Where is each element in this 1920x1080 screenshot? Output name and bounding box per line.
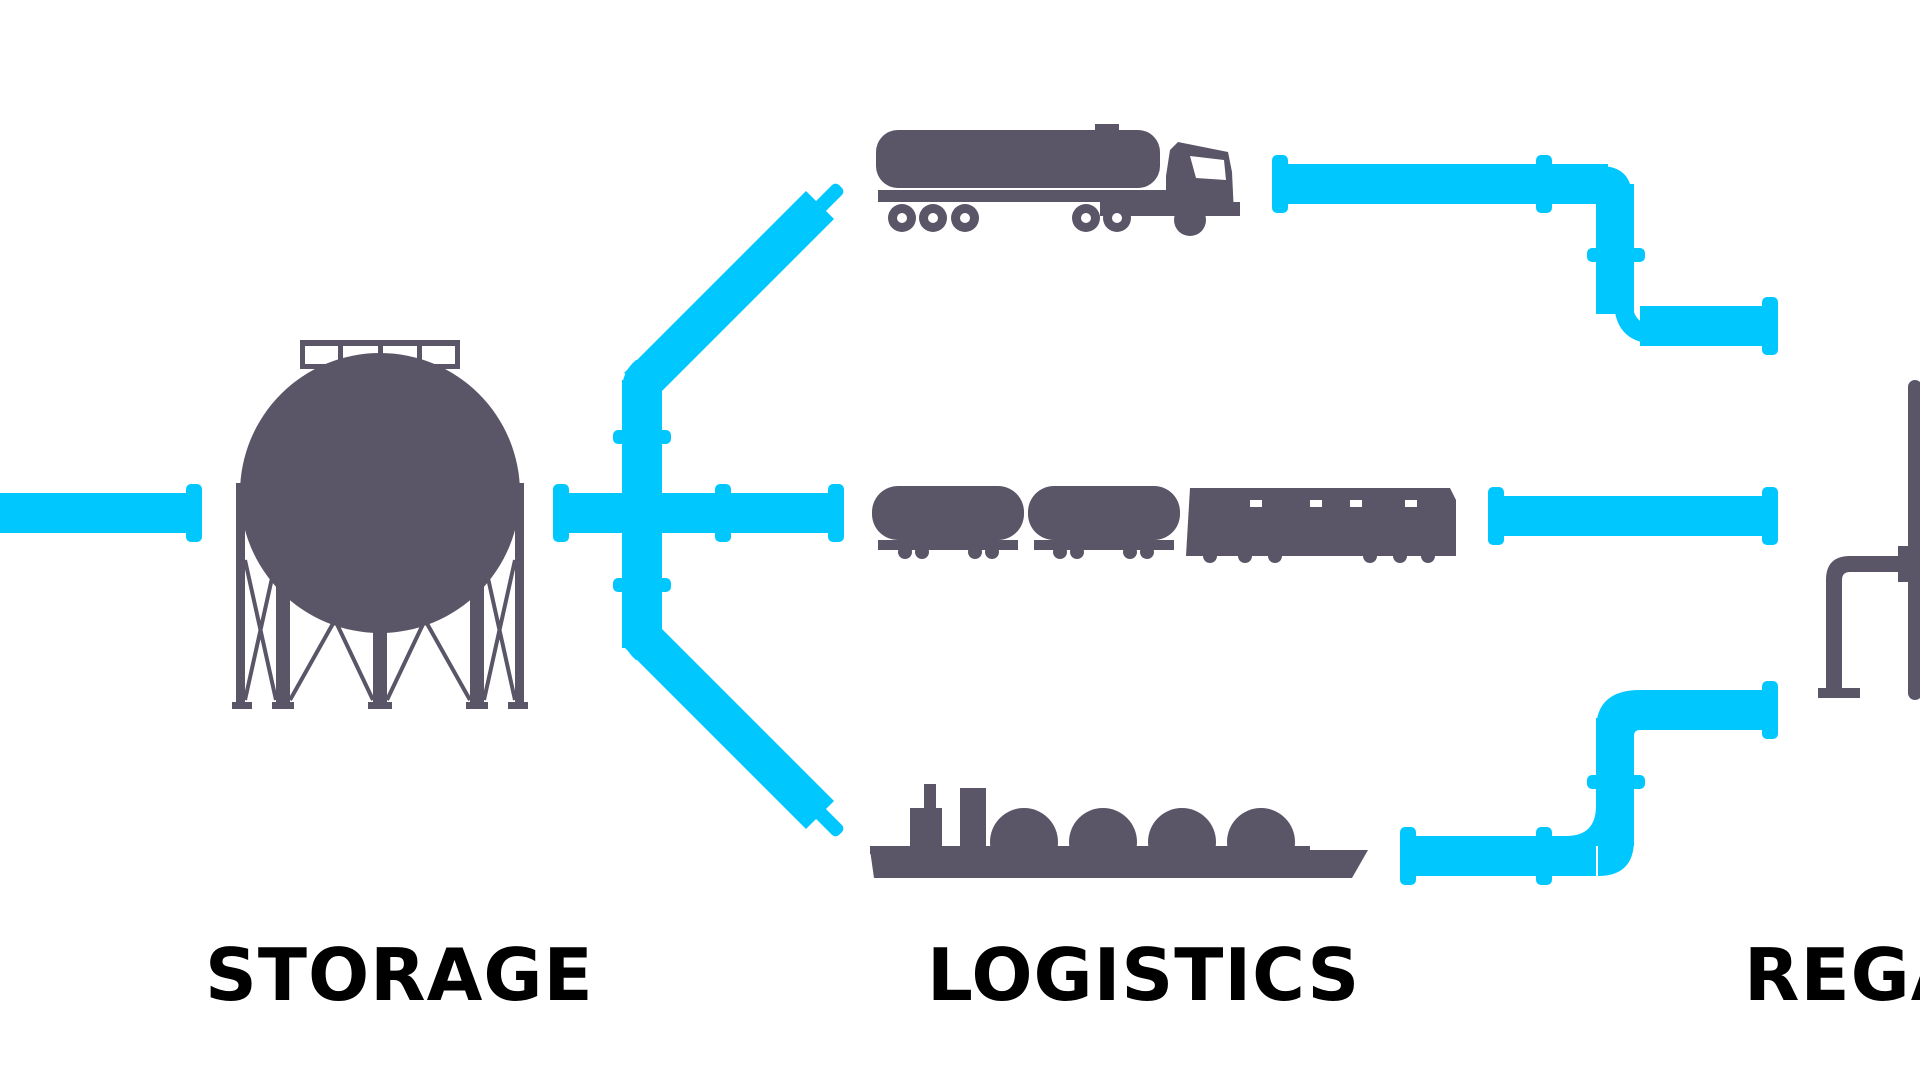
regasification-unit-icon <box>1818 380 1920 700</box>
ship-funnel <box>960 788 986 846</box>
manifold-flange <box>796 183 844 231</box>
train-wheel <box>1268 549 1282 563</box>
tank-cross-bracing <box>243 559 517 701</box>
manifold-flange <box>715 484 731 542</box>
outlet-pipe-flange <box>1272 155 1288 213</box>
outlet-pipe-flange <box>1762 681 1778 739</box>
lower-outlet-pipe-run <box>1640 690 1776 730</box>
truck-wheel <box>1174 204 1206 236</box>
stage-label-storage: STORAGE <box>205 933 594 1017</box>
train-wheel <box>968 545 982 559</box>
outlet-pipe-flange <box>1400 827 1416 885</box>
truck-tank <box>876 130 1160 188</box>
outlet-pipe-flange <box>1587 248 1645 262</box>
spherical-storage-tank-icon <box>232 340 528 709</box>
manifold-vertical-pipe <box>622 380 662 648</box>
train-car-frame <box>1034 540 1174 550</box>
ship-superstructure <box>910 808 942 852</box>
regas-pipe-flange <box>1898 546 1920 582</box>
regas-pipe-base <box>1818 688 1860 698</box>
truck-cab-window <box>1190 156 1226 180</box>
train-wheel <box>1238 549 1252 563</box>
truck-chassis <box>1100 202 1240 216</box>
truck-wheel-hub <box>1112 213 1122 223</box>
lower-outlet-pipe-elbow <box>1596 690 1640 736</box>
tank-leg <box>470 560 484 708</box>
train-wheel <box>985 545 999 559</box>
train-locomotive <box>1186 488 1456 556</box>
tank-foot <box>232 702 252 709</box>
tank-leg <box>276 560 290 708</box>
tank-leg <box>236 483 245 708</box>
inlet-pipe-flange <box>186 484 202 542</box>
upper-outlet-pipe-run <box>1640 306 1776 346</box>
train-tank-car <box>872 486 1024 540</box>
tank-leg <box>373 600 387 708</box>
tank-railing-post <box>300 340 305 368</box>
tank-railing-post <box>338 340 343 368</box>
lower-outlet-pipe-elbow <box>1560 836 1596 876</box>
train-wheel <box>1070 545 1084 559</box>
truck-wheel-hub <box>960 213 970 223</box>
lng-carrier-ship-icon <box>870 784 1368 878</box>
train-wheel <box>1421 549 1435 563</box>
tank-leg <box>515 483 524 708</box>
tank-foot <box>466 702 488 709</box>
manifold-flange <box>657 322 705 370</box>
manifold-flange <box>657 650 705 698</box>
stage-label-regas: REGA <box>1744 933 1920 1017</box>
train-locomotive-window <box>1310 500 1322 507</box>
ship-hull <box>870 850 1368 878</box>
train-wheel <box>1363 549 1377 563</box>
train-wheel <box>1140 545 1154 559</box>
outlet-pipes <box>1272 155 1778 885</box>
outlet-pipe-flange <box>1762 297 1778 355</box>
manifold-flange <box>553 484 569 542</box>
inlet-pipe-segment <box>0 493 195 533</box>
train-tank-car <box>1028 486 1180 540</box>
tank-equator-band <box>236 483 524 495</box>
outlet-pipe-flange <box>1488 487 1504 545</box>
outlet-pipe-flange <box>1587 775 1645 789</box>
truck-tank-hatch <box>1095 124 1119 132</box>
train-wheel <box>1053 545 1067 559</box>
train-wheel <box>915 545 929 559</box>
manifold-flange <box>613 430 671 444</box>
inlet-pipe <box>0 484 202 542</box>
tank-railing-post <box>417 340 422 368</box>
train-wheel <box>898 545 912 559</box>
ship-mast <box>924 784 936 810</box>
outlet-pipe-flange <box>1536 827 1552 885</box>
train-wheel <box>1123 545 1137 559</box>
manifold-flange <box>796 789 844 837</box>
train-locomotive-window <box>1350 500 1362 507</box>
manifold-horizontal-pipe <box>560 493 840 533</box>
tank-foot <box>272 702 294 709</box>
truck-wheel-hub <box>897 213 907 223</box>
train-wheel <box>1203 549 1217 563</box>
middle-outlet-pipe <box>1494 496 1772 536</box>
truck-wheel-hub <box>928 213 938 223</box>
distribution-manifold-pipe <box>553 183 844 837</box>
tank-foot <box>368 702 392 709</box>
train-wheel <box>1393 549 1407 563</box>
tank-train-icon <box>872 486 1456 563</box>
tank-foot <box>508 702 528 709</box>
manifold-flange <box>828 484 844 542</box>
train-car-frame <box>878 540 1018 550</box>
tank-railing-post <box>455 340 460 368</box>
lower-outlet-pipe-elbow <box>1598 836 1634 876</box>
regas-column <box>1908 380 1920 700</box>
stage-label-logistics: LOGISTICS <box>927 933 1361 1017</box>
tanker-truck-icon <box>876 124 1240 236</box>
truck-trailer-frame <box>878 190 1168 202</box>
outlet-pipe-flange <box>1762 487 1778 545</box>
outlet-pipe-flange <box>1536 155 1552 213</box>
manifold-flange <box>613 578 671 592</box>
train-locomotive-window <box>1250 500 1262 507</box>
upper-outlet-pipe-run <box>1278 164 1608 204</box>
train-locomotive-window <box>1405 500 1417 507</box>
truck-wheel-hub <box>1081 213 1091 223</box>
